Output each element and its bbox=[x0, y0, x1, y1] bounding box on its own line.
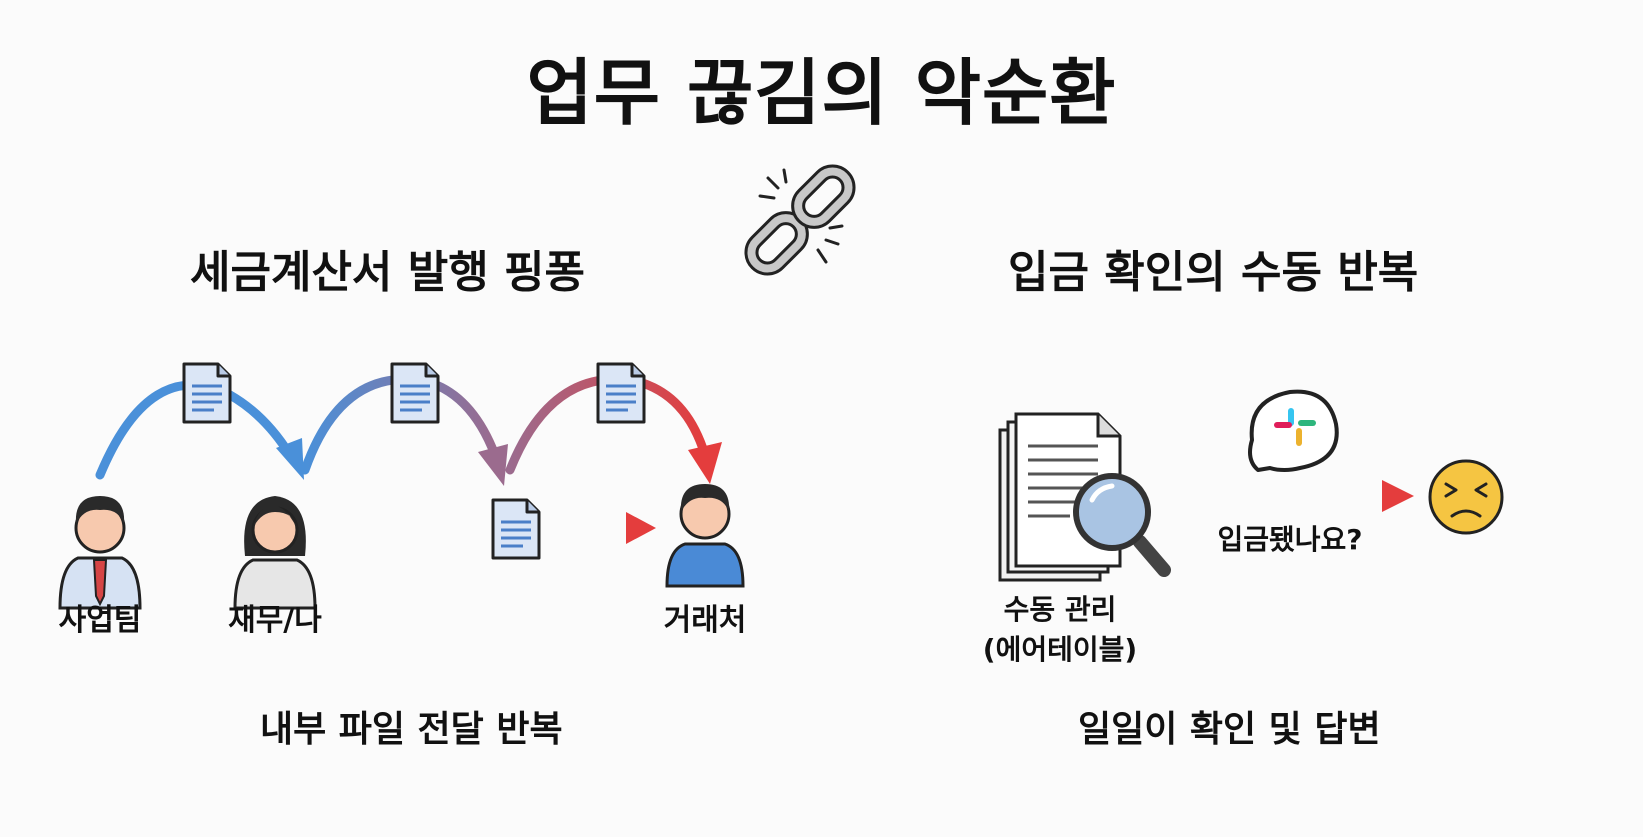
page-title: 업무 끊김의 악순환 bbox=[526, 51, 1117, 135]
broken-chain-icon bbox=[744, 164, 856, 276]
node-label-finance: 재무/나 bbox=[228, 603, 322, 638]
doc-label: 수동 관리 (에어테이블) bbox=[960, 590, 1160, 670]
node-label-sales: 사업팀 bbox=[58, 603, 142, 638]
question-arrowhead bbox=[1382, 480, 1414, 512]
left-caption: 내부 파일 전달 반복 bbox=[260, 709, 563, 750]
left-heading: 세금계산서 발행 핑퐁 bbox=[190, 247, 585, 298]
doc-label-line2: (에어테이블) bbox=[982, 633, 1138, 666]
finance-person-icon bbox=[233, 496, 317, 610]
question-label: 입금됐나요? bbox=[1217, 523, 1363, 556]
document-stack-icon bbox=[998, 412, 1122, 582]
doc-label-line1: 수동 관리 bbox=[1003, 593, 1117, 626]
document-icon bbox=[596, 362, 646, 424]
sales-person-icon bbox=[58, 496, 142, 610]
arrowhead-mid bbox=[478, 444, 508, 486]
slack-chat-bubble-icon bbox=[1248, 389, 1339, 472]
magnifier-icon bbox=[1073, 473, 1171, 577]
right-heading: 입금 확인의 수동 반복 bbox=[1008, 247, 1419, 298]
document-icon bbox=[390, 362, 440, 424]
right-caption: 일일이 확인 및 답변 bbox=[1078, 709, 1381, 750]
document-icon bbox=[182, 362, 232, 424]
arrowhead-finance bbox=[276, 438, 304, 480]
node-label-client: 거래처 bbox=[663, 603, 747, 638]
direct-arrowhead bbox=[626, 512, 656, 544]
frustrated-face-icon bbox=[1428, 459, 1504, 535]
document-icon bbox=[491, 498, 541, 560]
arrowhead-client bbox=[688, 442, 722, 484]
client-person-icon bbox=[665, 484, 745, 588]
